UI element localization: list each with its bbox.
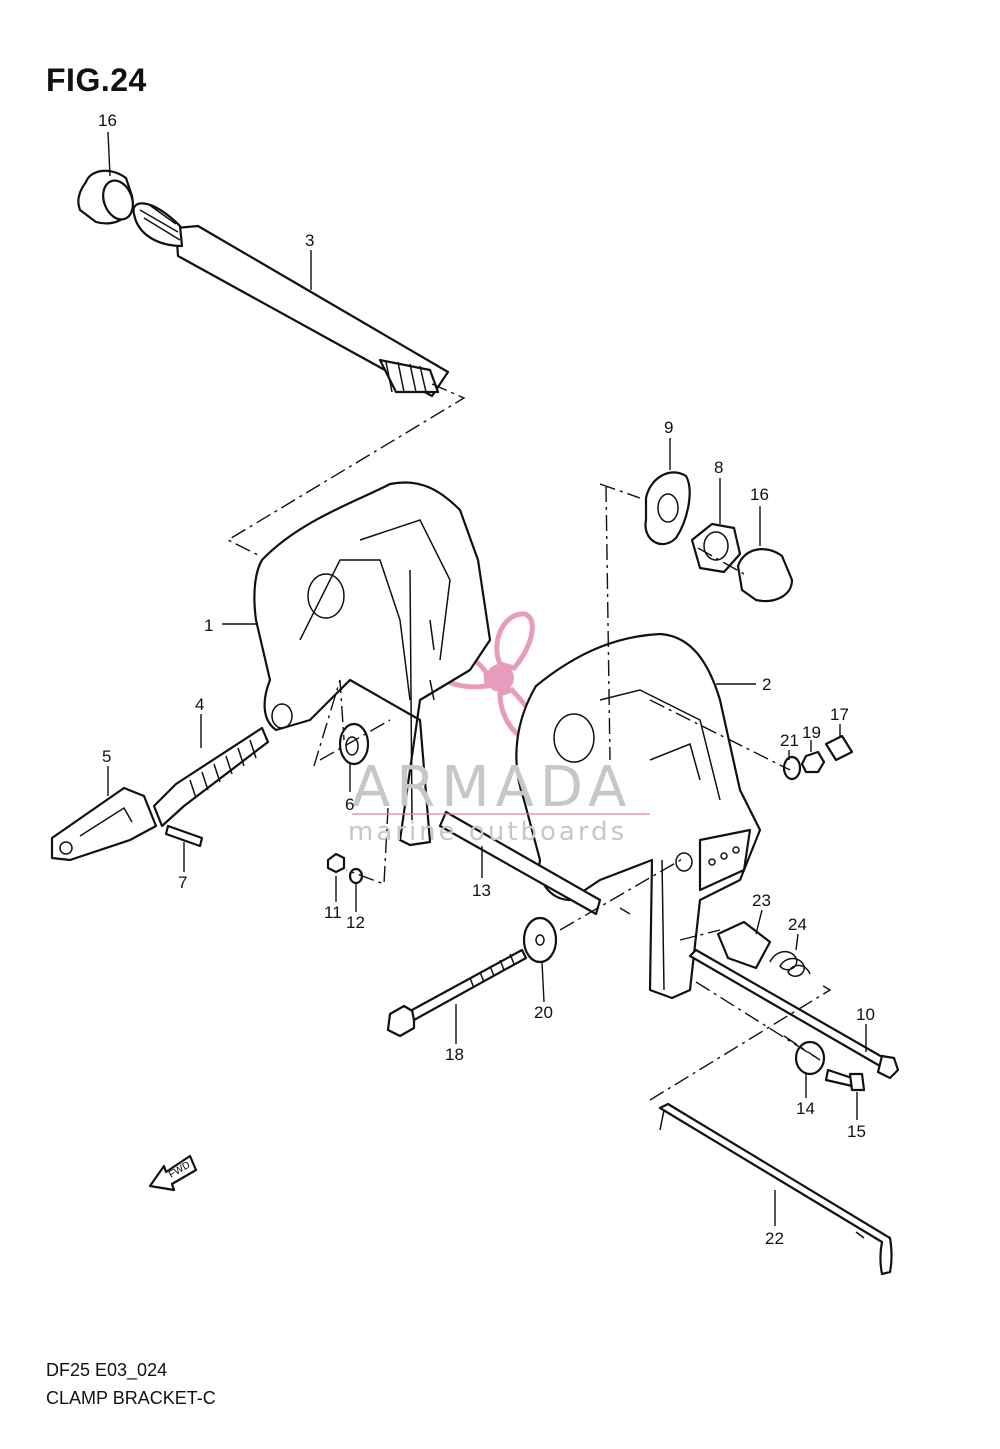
- watermark-tagline: marine outboards: [348, 817, 627, 847]
- callout-24: 24: [788, 915, 807, 934]
- part-6-bushing: [338, 722, 370, 766]
- watermark-brand: ARMADA: [352, 755, 632, 820]
- part-2-clamp-bracket-right: [515, 632, 762, 1000]
- callout-17: 17: [830, 705, 849, 724]
- callout-3: 3: [305, 231, 314, 250]
- callout-2: 2: [762, 675, 771, 694]
- part-8-nut: [690, 522, 742, 574]
- part-11-nut: [326, 852, 346, 874]
- callout-20: 20: [534, 1003, 553, 1022]
- callout-9: 9: [664, 418, 673, 437]
- part-16-cap-nut-right: [736, 548, 794, 603]
- callout-7: 7: [178, 873, 187, 892]
- callout-22: 22: [765, 1229, 784, 1248]
- callout-23: 23: [752, 891, 771, 910]
- callout-5: 5: [102, 747, 111, 766]
- callout-16-right: 16: [750, 485, 769, 504]
- callout-15: 15: [847, 1122, 866, 1141]
- callout-16-top: 16: [98, 111, 117, 130]
- callout-4: 4: [195, 695, 204, 714]
- part-23-collar: [716, 920, 772, 970]
- part-18-bolt: [386, 948, 528, 1038]
- part-1-clamp-bracket-left: [253, 481, 492, 847]
- callout-21: 21: [780, 731, 799, 750]
- leader-lines: [107, 131, 867, 1226]
- callout-6: 6: [345, 795, 354, 814]
- assembly-lines: [226, 383, 832, 1101]
- callout-11: 11: [324, 903, 342, 922]
- part-4-spring-bolt: [152, 726, 270, 828]
- callout-19: 19: [802, 723, 821, 742]
- callout-13: 13: [472, 881, 491, 900]
- callout-8: 8: [714, 458, 723, 477]
- part-17-bushing: [824, 734, 854, 762]
- callout-numbers: 16 3 9 8 16 1 2 4 5 6 7 11 12 13 21 19 1…: [98, 111, 875, 1248]
- part-5-lever: [50, 786, 158, 862]
- callout-12: 12: [346, 913, 365, 932]
- part-22-rod: [658, 1102, 893, 1276]
- part-9-washer: [644, 471, 691, 546]
- callout-18: 18: [445, 1045, 464, 1064]
- callout-14: 14: [796, 1099, 815, 1118]
- diagram-code: DF25 E03_024: [46, 1360, 168, 1380]
- part-20-washer: [522, 916, 558, 964]
- part-10-bolt: [688, 948, 900, 1080]
- part-15-bolt: [824, 1068, 866, 1092]
- part-12-washer: [348, 867, 364, 885]
- fwd-arrow-icon: FWD: [148, 1154, 198, 1192]
- callout-10: 10: [856, 1005, 875, 1024]
- part-21-washer: [782, 755, 802, 781]
- part-19-nut: [800, 750, 826, 774]
- part-3-tilt-tube: [132, 202, 450, 398]
- part-13-shaft: [438, 810, 602, 916]
- diagram-name: CLAMP BRACKET-C: [46, 1388, 216, 1408]
- callout-1: 1: [204, 616, 213, 635]
- part-7-pin: [164, 824, 204, 848]
- part-24-spring: [769, 950, 811, 977]
- figure-title: FIG.24: [46, 62, 147, 98]
- part-16-cap-nut-top: [77, 169, 134, 225]
